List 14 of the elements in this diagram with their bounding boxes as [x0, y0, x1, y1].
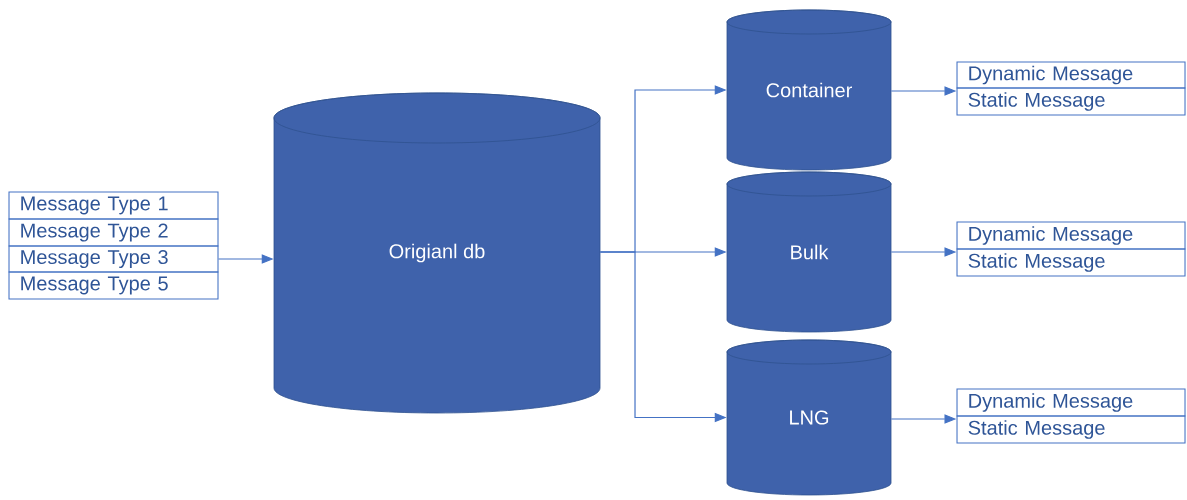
message-box: Static Message: [956, 87, 1186, 116]
database-cylinder: Bulk: [726, 171, 892, 333]
message-box: Static Message: [956, 415, 1186, 444]
message-box: Message Type 3: [8, 245, 219, 273]
message-box: Message Type 1: [8, 191, 219, 220]
message-box: Dynamic Message: [956, 61, 1186, 89]
message-box: Static Message: [956, 248, 1186, 277]
message-box: Dynamic Message: [956, 221, 1186, 250]
database-cylinder: Origianl db: [273, 92, 601, 414]
message-box: Message Type 2: [8, 218, 219, 247]
message-box: Dynamic Message: [956, 388, 1186, 417]
database-cylinder: Container: [726, 9, 892, 171]
message-box: Message Type 5: [8, 271, 219, 300]
database-cylinder: LNG: [726, 339, 892, 496]
